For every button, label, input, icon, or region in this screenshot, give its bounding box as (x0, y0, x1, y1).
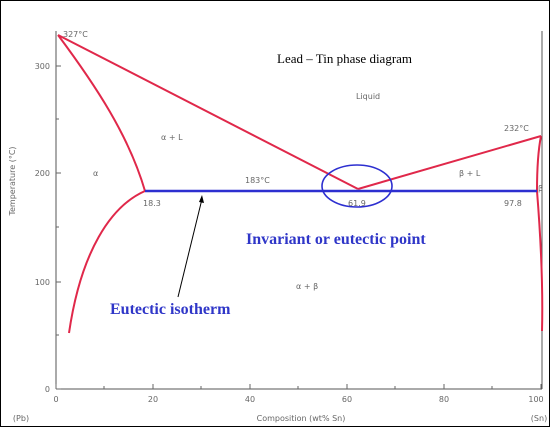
x-left-label: (Pb) (13, 414, 29, 423)
y-axis-label: Temperature (°C) (8, 146, 17, 216)
region-beta-liquid: β + L (459, 169, 481, 178)
y-ticks (56, 65, 61, 390)
region-alpha-liquid: α + L (161, 133, 183, 142)
x-tick-label-80: 80 (439, 395, 449, 404)
x-tick-label-40: 40 (245, 395, 255, 404)
x-tick-label-100: 100 (528, 395, 543, 404)
callout-eutectic-isotherm: Eutectic isotherm (110, 301, 231, 318)
solvus-beta (536, 190, 544, 332)
y-tick-label-0: 0 (45, 385, 50, 394)
liquidus-right (357, 135, 542, 190)
comp-label-eutectic: 61.9 (348, 199, 366, 208)
liquidus-left (57, 34, 359, 190)
isotherm-arrowhead (199, 195, 204, 203)
temp-label-right: 232°C (504, 124, 529, 133)
y-tick-label-200: 200 (35, 169, 50, 178)
comp-label-beta: 97.8 (504, 199, 522, 208)
callout-eutectic-point: Invariant or eutectic point (246, 231, 426, 248)
solidus-alpha (57, 34, 146, 192)
x-right-label: (Sn) (531, 414, 547, 423)
region-alpha-beta: α + β (296, 282, 318, 291)
y-tick-label-300: 300 (35, 62, 50, 71)
solvus-alpha (68, 190, 146, 334)
phase-boundaries (57, 34, 544, 334)
region-beta: β (538, 184, 543, 193)
region-alpha: α (93, 169, 98, 178)
x-ticks (55, 384, 542, 389)
x-tick-label-20: 20 (148, 395, 158, 404)
region-liquid: Liquid (356, 92, 380, 101)
x-tick-label-0: 0 (53, 395, 58, 404)
temp-label-left: 327°C (63, 30, 88, 39)
temp-label-eutectic: 183°C (245, 176, 270, 185)
x-tick-label-60: 60 (342, 395, 352, 404)
x-axis-label: Composition (wt% Sn) (257, 414, 346, 423)
isotherm-arrow (177, 198, 203, 298)
y-tick-label-100: 100 (35, 278, 50, 287)
diagram-title: Lead – Tin phase diagram (277, 51, 412, 66)
comp-label-alpha: 18.3 (143, 199, 161, 208)
eutectic-point-circle (321, 164, 393, 208)
solidus-beta (536, 135, 542, 192)
